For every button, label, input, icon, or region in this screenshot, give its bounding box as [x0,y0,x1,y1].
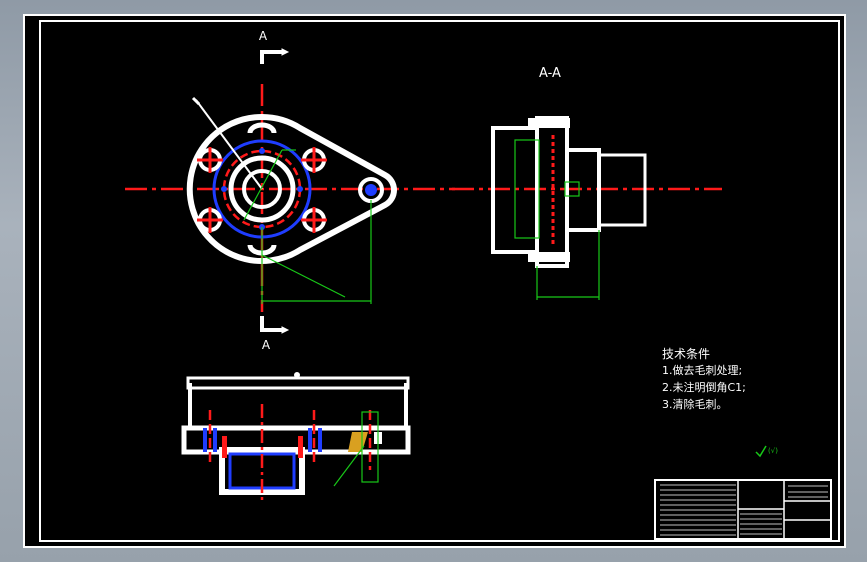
lug-hatch [348,432,368,452]
bore-outer [228,155,296,223]
bolt-hole [197,207,223,233]
drawing-sheet [23,14,846,548]
section-mark-bottom [260,316,290,334]
section-dimensions [514,139,600,300]
plan-dimensions [243,149,372,304]
note-item: 3.清除毛刺。 [662,398,728,411]
hub-cap-top [528,118,570,128]
section-mark-label-bottom: A [262,338,271,352]
front-top-edge [186,376,410,390]
notes-title: 技术条件 [662,347,711,361]
plan-view: A A [125,29,455,352]
bore-inner [242,169,282,209]
front-dimensions [333,411,379,487]
section-shaft [597,153,647,227]
leader-line [195,99,263,190]
section-view: A-A [452,66,722,300]
section-mark-top [260,48,290,64]
note-item: 1.做去毛刺处理; [662,364,743,377]
svg-text:(√): (√) [768,447,778,455]
roughness-symbol: (√) [755,445,778,458]
bolt-hole [197,147,223,173]
counterbore-top [247,122,277,134]
bolt-hole [301,147,327,173]
front-view [181,372,411,504]
flange-outline [186,113,397,264]
hub-cap-bottom [528,252,570,262]
note-item: 2.未注明倒角C1; [662,381,746,394]
title-block [654,479,832,540]
lug-hole-hidden [365,184,377,196]
section-mark-label-top: A [259,29,268,43]
bolt-hole [301,207,327,233]
section-title: A-A [539,66,561,81]
drawing-border [39,20,840,542]
